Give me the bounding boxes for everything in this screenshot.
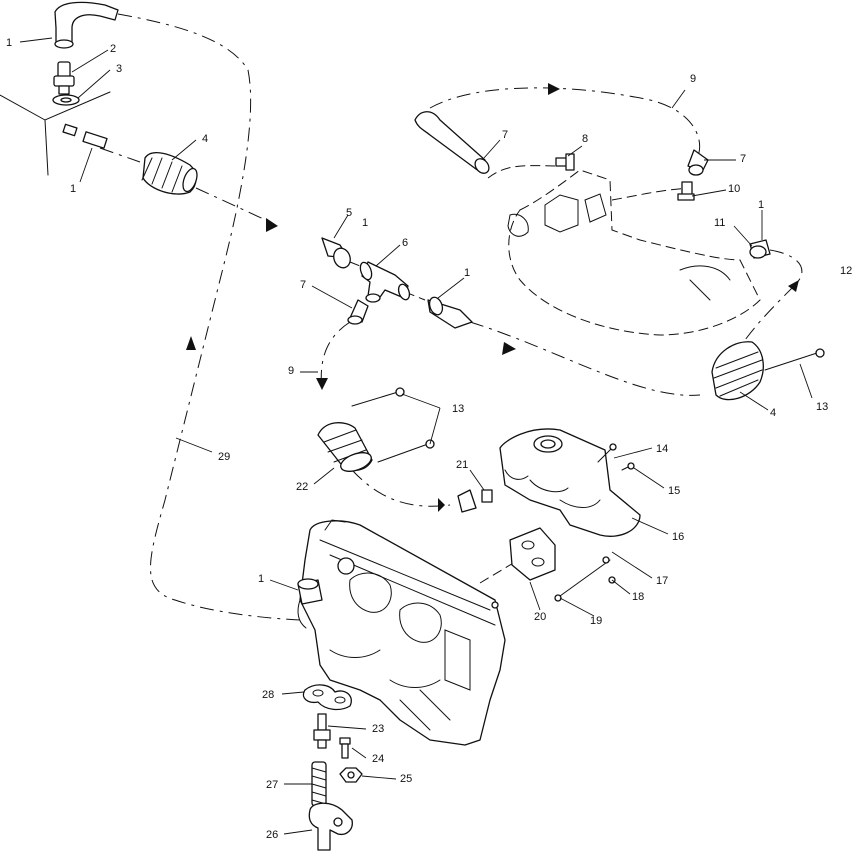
fitting-part-21 — [457, 489, 493, 513]
hose-part-7-top — [414, 111, 490, 174]
bolts-part-14-15 — [597, 443, 635, 471]
hose-routing-lines — [99, 13, 803, 621]
callout-6: 6 — [402, 237, 408, 249]
callout-4-right: 4 — [770, 407, 776, 419]
gasket-part-20 — [509, 527, 556, 581]
arrow-down-left — [438, 498, 445, 512]
callout-1-top: 1 — [6, 37, 12, 49]
bellows-part-4-left — [141, 152, 198, 195]
callout-3: 3 — [116, 63, 122, 75]
callout-8: 8 — [582, 133, 588, 145]
callout-15: 15 — [668, 485, 680, 497]
washer-part-3 — [52, 94, 80, 106]
callout-21: 21 — [456, 459, 468, 471]
callout-29: 29 — [218, 451, 230, 463]
bolts-part-17-18-19 — [554, 556, 616, 602]
callout-19: 19 — [590, 615, 602, 627]
hull-wall-lines — [0, 91, 111, 176]
flow-arrows — [186, 83, 799, 512]
bolt-part-24 — [339, 737, 351, 759]
fitting-part-10 — [677, 181, 695, 201]
callout-13-left: 13 — [452, 403, 464, 415]
callout-27: 27 — [266, 779, 278, 791]
callout-4-left: 4 — [202, 133, 208, 145]
callout-labels: 1 2 3 1 4 5 1 6 7 1 9 7 8 7 10 1 11 12 4… — [6, 37, 852, 841]
hose-end-part-7-right — [687, 149, 709, 176]
hose-end-top-left — [54, 1, 119, 49]
arrow-right-mid — [502, 342, 516, 355]
callout-7-left: 7 — [300, 279, 306, 291]
callout-7-top: 7 — [502, 129, 508, 141]
callout-5: 5 — [346, 207, 352, 219]
exhaust-manifold-part-16 — [499, 428, 641, 537]
gasket-part-28 — [302, 684, 352, 711]
callout-1-five: 1 — [362, 217, 368, 229]
bellows-part-22 — [317, 422, 373, 472]
bellows-part-4-right — [711, 341, 764, 401]
callout-18: 18 — [632, 591, 644, 603]
tee-fitting-part-6 — [359, 261, 411, 303]
leader-lines — [19, 37, 813, 835]
arrow-up-right — [788, 280, 799, 292]
callout-28: 28 — [262, 689, 274, 701]
arrow-right-top — [548, 83, 560, 95]
callout-16: 16 — [672, 531, 684, 543]
callout-14: 14 — [656, 443, 668, 455]
hose-end-part-1-lower — [297, 578, 323, 629]
callout-1-lower: 1 — [258, 573, 264, 585]
callout-1-mid: 1 — [464, 267, 470, 279]
callout-23: 23 — [372, 723, 384, 735]
fitting-part-8 — [555, 153, 575, 171]
nut-part-25 — [339, 767, 363, 783]
manifold-upper-outline — [507, 169, 761, 336]
callout-1-right: 1 — [758, 199, 764, 211]
hose-part-5 — [321, 237, 351, 269]
callout-17: 17 — [656, 575, 668, 587]
nipple-fittings-part-1 — [62, 123, 108, 149]
callout-9-top: 9 — [690, 73, 696, 85]
spring-part-27 — [311, 761, 327, 807]
hose-end-part-11 — [749, 239, 771, 259]
arrow-right-1 — [266, 218, 278, 232]
callout-10: 10 — [728, 183, 740, 195]
arrow-up-29 — [186, 336, 196, 350]
callout-26: 26 — [266, 829, 278, 841]
callout-25: 25 — [400, 773, 412, 785]
callout-11: 11 — [714, 217, 725, 229]
hose-end-part-7-left — [347, 299, 369, 325]
callout-12: 12 — [840, 265, 852, 277]
callout-24: 24 — [372, 753, 384, 765]
hose-end-part-1-mid — [427, 296, 473, 329]
callout-22: 22 — [296, 481, 308, 493]
callout-13-right: 13 — [816, 401, 828, 413]
connector-part-26 — [308, 802, 353, 851]
arrow-down-9 — [316, 378, 328, 390]
callout-9-left: 9 — [288, 365, 294, 377]
callout-2: 2 — [110, 43, 116, 55]
sensor-part-23 — [313, 713, 331, 749]
callout-20: 20 — [534, 611, 546, 623]
fitting-part-2 — [53, 61, 75, 95]
callout-7-right: 7 — [740, 153, 746, 165]
engine-block — [299, 519, 506, 746]
callout-1-fitting: 1 — [70, 183, 76, 195]
